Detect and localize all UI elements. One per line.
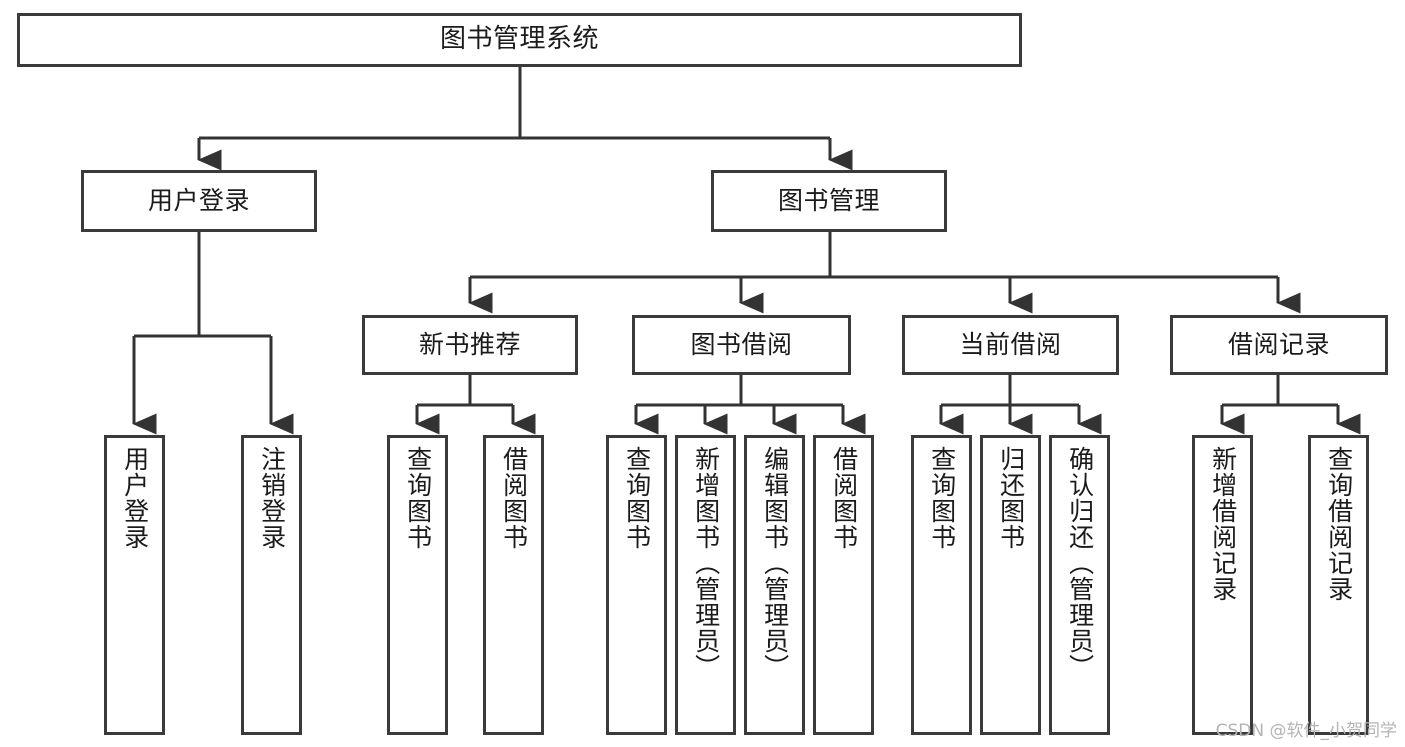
node-label: 当前借阅 bbox=[959, 330, 1062, 359]
leaf-borrow-book-1[interactable]: 借阅图书 bbox=[483, 435, 544, 735]
node-label: 借阅图书 bbox=[499, 446, 529, 550]
node-new-book-recommendation[interactable]: 新书推荐 bbox=[362, 315, 578, 375]
node-label: 用户登录 bbox=[147, 186, 250, 215]
node-label: 新书推荐 bbox=[418, 330, 521, 359]
node-label: 借阅记录 bbox=[1227, 330, 1330, 359]
node-label: 新增图书（管理员） bbox=[691, 446, 721, 680]
leaf-query-book-3[interactable]: 查询图书 bbox=[911, 435, 972, 735]
node-label: 编辑图书（管理员） bbox=[760, 446, 790, 680]
leaf-edit-book-admin[interactable]: 编辑图书（管理员） bbox=[744, 435, 805, 735]
node-root-book-management-system[interactable]: 图书管理系统 bbox=[17, 13, 1022, 67]
node-book-borrow[interactable]: 图书借阅 bbox=[632, 315, 851, 375]
node-label: 图书管理系统 bbox=[439, 24, 599, 55]
leaf-add-borrow-record[interactable]: 新增借阅记录 bbox=[1192, 435, 1253, 735]
leaf-query-book-1[interactable]: 查询图书 bbox=[387, 435, 448, 735]
leaf-query-book-2[interactable]: 查询图书 bbox=[606, 435, 667, 735]
leaf-confirm-return-admin[interactable]: 确认归还（管理员） bbox=[1049, 435, 1110, 735]
leaf-query-borrow-record[interactable]: 查询借阅记录 bbox=[1308, 435, 1369, 735]
node-label: 注销登录 bbox=[257, 446, 287, 550]
leaf-user-login[interactable]: 用户登录 bbox=[104, 435, 165, 735]
node-label: 图书管理 bbox=[777, 186, 880, 215]
csdn-watermark: CSDN @软件_小贺同学 bbox=[1215, 721, 1397, 741]
node-label: 新增借阅记录 bbox=[1208, 446, 1238, 602]
node-label: 查询图书 bbox=[927, 446, 957, 550]
leaf-return-book[interactable]: 归还图书 bbox=[980, 435, 1041, 735]
node-label: 图书借阅 bbox=[690, 330, 793, 359]
leaf-borrow-book-2[interactable]: 借阅图书 bbox=[813, 435, 874, 735]
node-label: 确认归还（管理员） bbox=[1065, 446, 1095, 680]
node-label: 归还图书 bbox=[996, 446, 1026, 550]
node-label: 查询借阅记录 bbox=[1324, 446, 1354, 602]
leaf-add-book-admin[interactable]: 新增图书（管理员） bbox=[675, 435, 736, 735]
node-label: 查询图书 bbox=[622, 446, 652, 550]
node-current-borrow[interactable]: 当前借阅 bbox=[902, 315, 1119, 375]
node-label: 用户登录 bbox=[120, 446, 150, 550]
node-label: 借阅图书 bbox=[829, 446, 859, 550]
node-user-login[interactable]: 用户登录 bbox=[81, 170, 317, 232]
leaf-logout[interactable]: 注销登录 bbox=[241, 435, 302, 735]
node-borrow-record[interactable]: 借阅记录 bbox=[1170, 315, 1388, 375]
node-book-management[interactable]: 图书管理 bbox=[711, 170, 947, 232]
node-label: 查询图书 bbox=[403, 446, 433, 550]
